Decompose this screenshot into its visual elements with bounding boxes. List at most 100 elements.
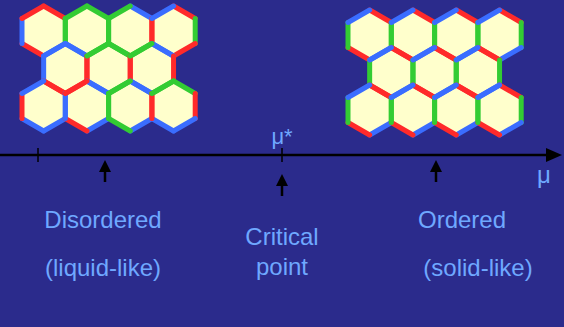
bond-edge [149, 94, 154, 119]
bond-edge [389, 23, 394, 48]
bond-edge [435, 48, 457, 61]
hexagon-cell [109, 81, 152, 131]
bond-edge [478, 85, 500, 98]
bond-edge [456, 48, 478, 61]
bond-edge [456, 85, 478, 98]
phase-label: Ordered [418, 205, 506, 235]
bond-edge [44, 44, 66, 57]
bond-edge [519, 98, 524, 123]
bond-edge [106, 94, 111, 119]
bond-edge [20, 94, 25, 119]
pointer-arrow [99, 160, 111, 182]
bond-edge [152, 44, 174, 57]
hexagon-cell [391, 10, 434, 60]
bond-edge [130, 6, 152, 19]
bond-edge [391, 85, 413, 98]
bond-edge [478, 123, 500, 136]
bond-edge [130, 81, 152, 94]
hexagon-cell [22, 6, 65, 56]
bond-edge [497, 60, 502, 85]
bond-edge [109, 81, 131, 94]
bond-edge [346, 23, 351, 48]
hexagon-cell [44, 44, 87, 94]
bond-edge [389, 98, 394, 123]
bond-edge [432, 23, 437, 48]
bond-edge [109, 6, 131, 19]
bond-edge [413, 48, 435, 61]
bond-edge [413, 85, 435, 98]
bond-edge [367, 60, 372, 85]
bond-edge [435, 10, 457, 23]
phase-note: (liquid-like) [45, 253, 161, 283]
bond-edge [130, 44, 152, 57]
bond-edge [87, 6, 109, 19]
bond-edge [44, 81, 66, 94]
bond-edge [63, 19, 68, 44]
phase-note: (solid-like) [423, 253, 532, 283]
hexagon-cell [87, 44, 130, 94]
hexagon-cell [152, 6, 195, 56]
bond-edge [44, 6, 66, 19]
bond-edge [193, 19, 198, 44]
bond-edge [370, 48, 392, 61]
bond-edge [370, 85, 392, 98]
hexagon-cell [65, 6, 108, 56]
bond-edge [63, 94, 68, 119]
bond-edge [478, 85, 500, 98]
hexagon-cell [435, 10, 478, 60]
hexagon-cell [152, 81, 195, 131]
bond-edge [456, 48, 478, 61]
hexagon-cell [348, 85, 391, 135]
bond-edge [149, 94, 154, 119]
bond-edge [87, 81, 109, 94]
critical-value: μ* [271, 122, 292, 152]
bond-edge [22, 44, 44, 57]
bond-edge [456, 10, 478, 23]
bond-edge [174, 119, 196, 132]
bond-edge [435, 123, 457, 136]
bond-edge [475, 98, 480, 123]
bond-edge [87, 81, 109, 94]
hexagon-cell [478, 10, 521, 60]
bond-edge [22, 81, 44, 94]
bond-edge [500, 10, 522, 23]
bond-edge [128, 56, 133, 81]
bond-edge [348, 10, 370, 23]
bond-edge [174, 6, 196, 19]
bond-edge [87, 119, 109, 132]
bond-edge [20, 19, 25, 44]
hexagon-cell [456, 48, 499, 98]
bond-edge [478, 10, 500, 23]
bond-edge [391, 48, 413, 61]
bond-edge [63, 94, 68, 119]
bond-edge [435, 85, 457, 98]
bond-edge [65, 44, 87, 57]
bond-edge [389, 23, 394, 48]
bond-edge [130, 81, 152, 94]
bond-edge [478, 48, 500, 61]
bond-edge [109, 44, 131, 57]
bond-edge [389, 98, 394, 123]
bond-edge [348, 123, 370, 136]
phase-label: Disordered [44, 205, 161, 235]
bond-edge [44, 119, 66, 132]
bond-edge [44, 81, 66, 94]
bond-edge [109, 44, 131, 57]
bond-edge [346, 98, 351, 123]
bond-edge [106, 94, 111, 119]
bond-edge [171, 56, 176, 81]
ordered-lattice [348, 10, 521, 135]
bond-edge [152, 119, 174, 132]
pointer-arrow [430, 160, 442, 182]
hexagon-cell [65, 81, 108, 131]
bond-edge [87, 44, 109, 57]
bond-edge [475, 98, 480, 123]
bond-edge [500, 48, 522, 61]
bond-edge [475, 23, 480, 48]
bond-edge [413, 48, 435, 61]
bond-edge [84, 56, 89, 81]
bond-edge [63, 19, 68, 44]
hexagon-cell [348, 10, 391, 60]
bond-edge [84, 56, 89, 81]
bond-edge [65, 81, 87, 94]
